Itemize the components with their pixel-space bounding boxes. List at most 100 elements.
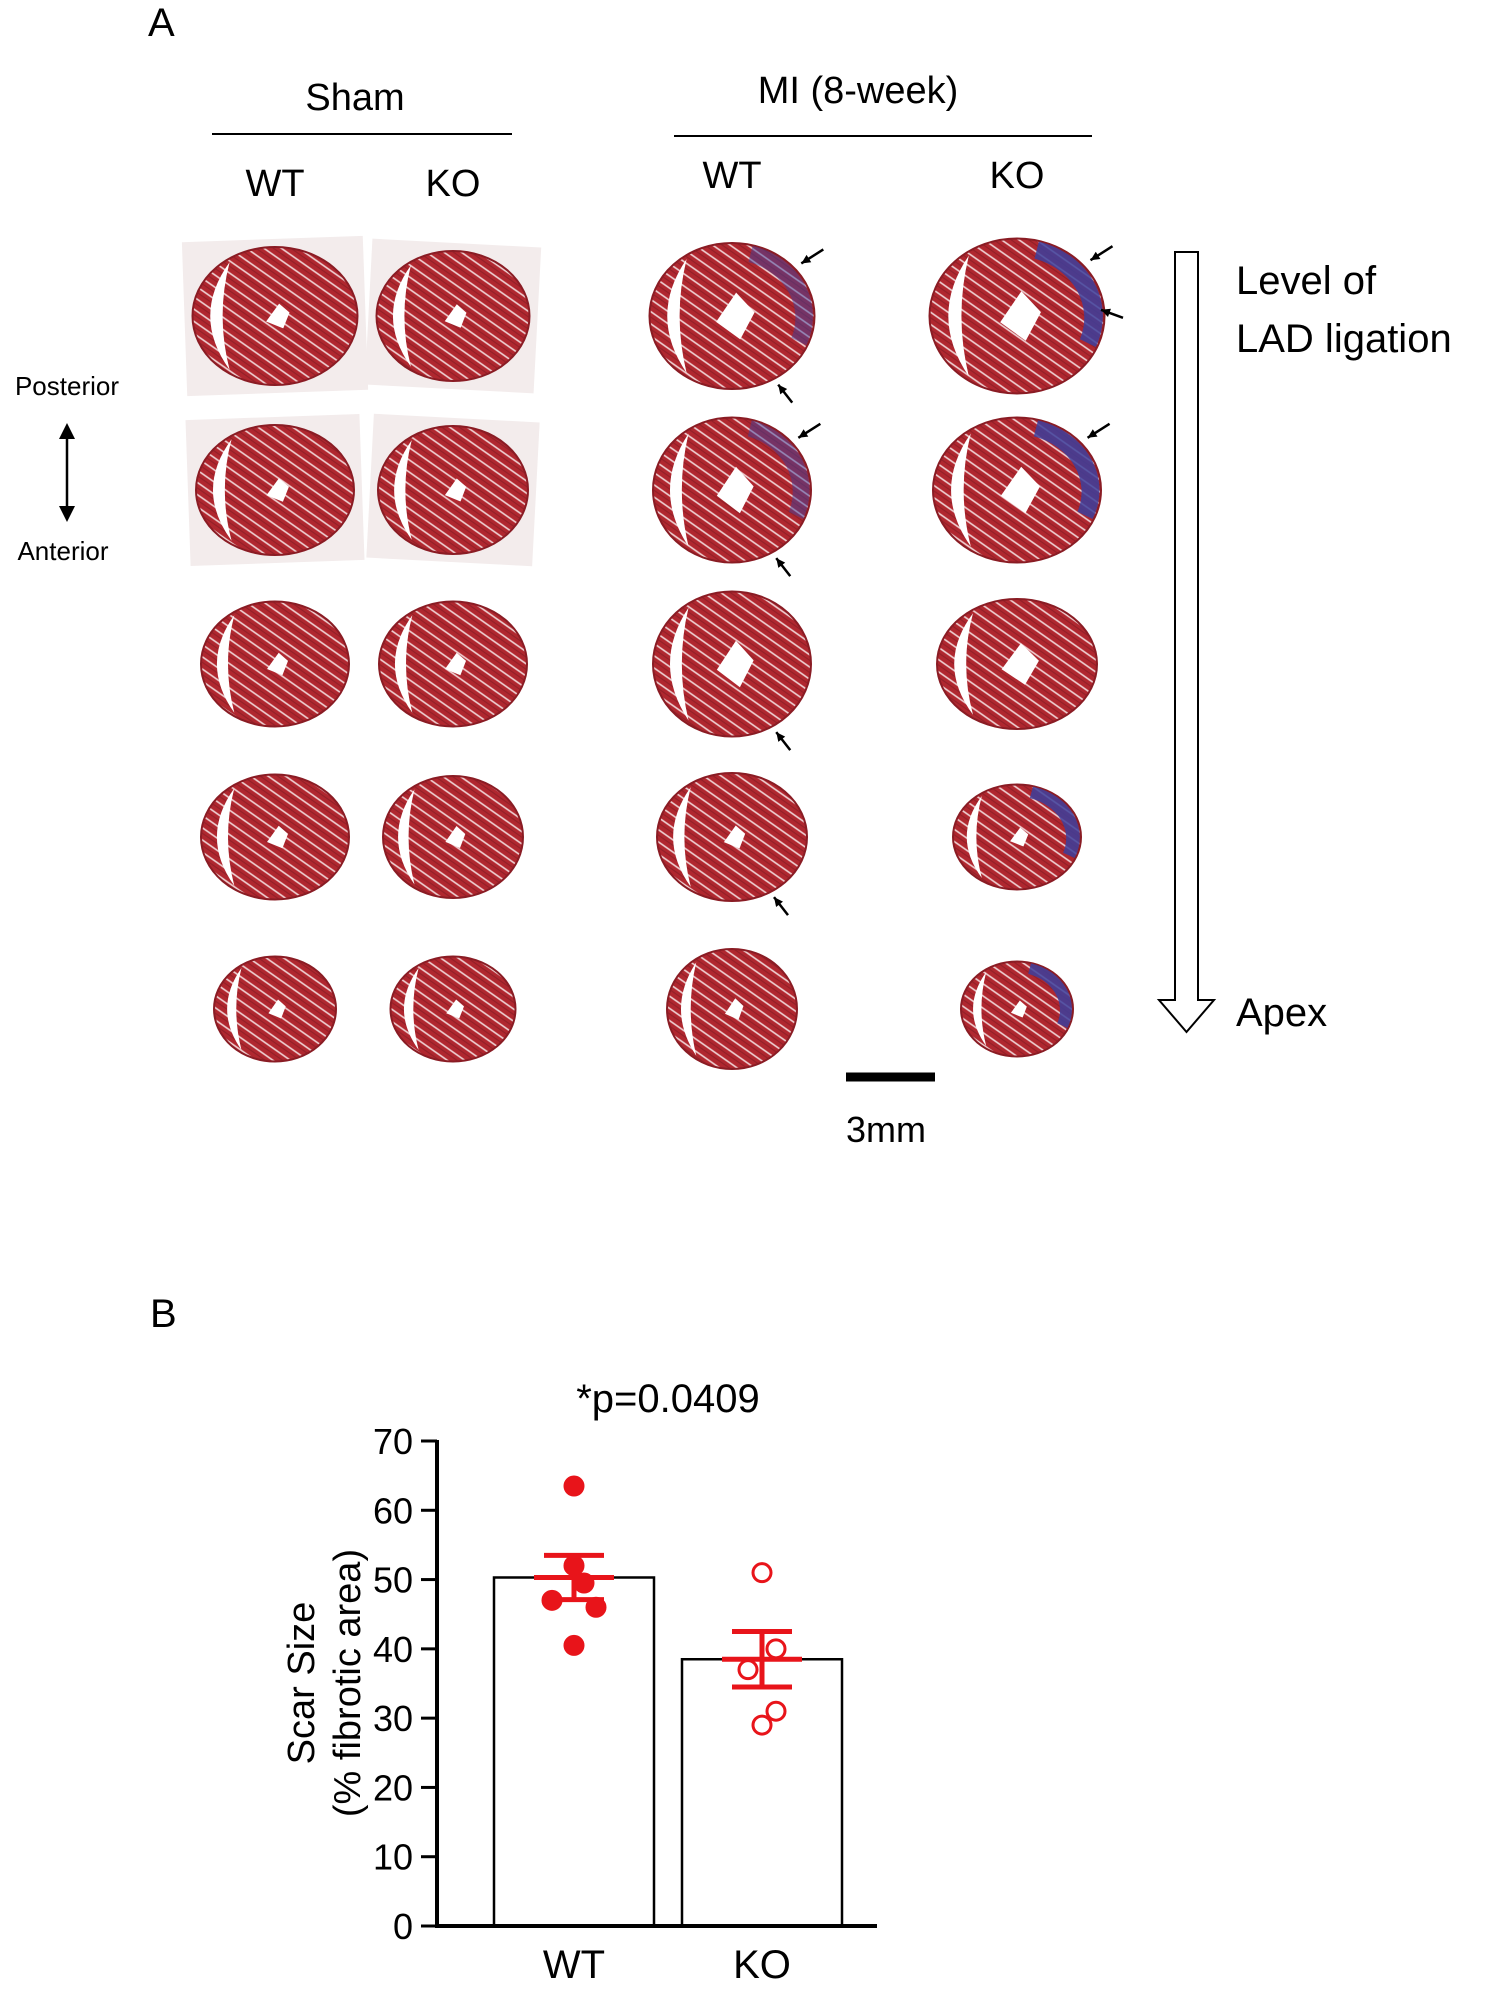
rv-cavity	[673, 787, 691, 887]
orientation-posterior-label: Posterior	[15, 371, 119, 401]
column-header-sham-wt: WT	[245, 163, 304, 205]
data-point-ko	[751, 1714, 773, 1736]
rv-cavity	[948, 255, 969, 377]
heart-section	[648, 242, 816, 390]
rv-cavity	[667, 259, 687, 373]
level-label-line2: LAD ligation	[1236, 317, 1452, 361]
data-point-ko	[765, 1700, 787, 1722]
lv-lumen	[444, 478, 467, 502]
y-axis-label-line1: Scar Size	[281, 1602, 323, 1765]
lv-lumen	[266, 478, 289, 502]
rv-cavity	[216, 788, 235, 886]
lv-lumen	[1000, 466, 1041, 514]
heart-section	[389, 955, 517, 1063]
heart-section	[666, 948, 798, 1070]
y-tick-label: 30	[373, 1698, 413, 1739]
y-tick-label: 10	[373, 1837, 413, 1878]
rv-cavity	[680, 962, 697, 1056]
rv-cavity	[669, 607, 689, 721]
data-point-ko	[765, 1638, 787, 1660]
lv-lumen	[723, 825, 746, 849]
orientation-arrow-down-head	[59, 506, 75, 522]
heart-section	[932, 416, 1102, 564]
lv-lumen	[266, 303, 290, 329]
x-tick-label-wt: WT	[543, 1943, 605, 1987]
lv-lumen	[1001, 643, 1039, 685]
heart-section	[652, 590, 812, 738]
heart-section	[928, 237, 1106, 395]
y-tick-label: 0	[393, 1906, 413, 1947]
fibrotic-scar	[1028, 963, 1072, 1028]
lv-lumen	[444, 304, 467, 328]
column-header-sham-ko: KO	[426, 163, 481, 205]
rv-cavity	[954, 613, 973, 715]
lv-lumen	[1010, 1000, 1027, 1018]
y-axis-label: Scar Size(% fibrotic area)	[281, 1549, 369, 1817]
heart-section	[656, 772, 808, 902]
fibrotic-scar	[1029, 786, 1080, 858]
heart-section	[952, 783, 1082, 891]
rv-cavity	[966, 796, 982, 878]
y-tick-label: 70	[373, 1421, 413, 1462]
group-header-sham: Sham	[305, 77, 404, 119]
fibrotic-scar	[1034, 241, 1103, 347]
heart-section	[378, 600, 528, 728]
data-point-ko	[751, 1562, 773, 1584]
y-tick-label: 20	[373, 1767, 413, 1808]
heart-section	[364, 238, 542, 394]
bar-ko	[680, 1658, 844, 1928]
rv-cavity	[669, 433, 689, 547]
lv-lumen	[268, 999, 286, 1019]
data-point-wt	[563, 1634, 585, 1656]
apex-label: Apex	[1236, 991, 1327, 1035]
scar-pointer-arrow	[773, 896, 789, 916]
heart-section	[200, 773, 350, 901]
rv-cavity	[403, 968, 419, 1050]
bar-wt	[492, 1576, 656, 1928]
data-point-ko	[737, 1659, 759, 1681]
lv-lumen	[445, 826, 466, 848]
rv-cavity	[210, 262, 230, 370]
lv-lumen	[267, 652, 289, 676]
heart-section	[213, 955, 337, 1063]
error-bar-ko	[722, 1629, 802, 1690]
rv-cavity	[973, 971, 987, 1047]
lv-lumen	[716, 466, 754, 514]
error-bar-wt	[534, 1552, 614, 1603]
level-to-apex-arrow	[1156, 251, 1217, 1034]
rv-cavity	[394, 440, 412, 540]
orientation-anterior-label: Anterior	[17, 536, 108, 566]
column-header-mi-ko: KO	[990, 155, 1045, 197]
scale-bar-label: 3mm	[846, 1109, 926, 1150]
data-point-wt	[563, 1475, 585, 1497]
lv-lumen	[1000, 291, 1041, 341]
heart-sections-grid	[181, 235, 1124, 1070]
scar-pointer-arrow	[1086, 422, 1111, 439]
orientation-arrow-up-head	[59, 423, 75, 439]
heart-section	[936, 598, 1098, 730]
fibrotic-scar	[1033, 420, 1100, 519]
lv-lumen	[724, 998, 744, 1020]
lv-lumen	[716, 292, 755, 340]
lv-lumen	[446, 999, 464, 1019]
lv-lumen	[267, 825, 289, 849]
heart-section	[200, 600, 350, 728]
rv-cavity	[212, 439, 232, 541]
scar-pointer-arrow	[800, 248, 824, 265]
scar-pointer-arrow	[775, 731, 792, 751]
lv-lumen	[1010, 827, 1029, 847]
fibrotic-scar	[748, 245, 814, 346]
rv-cavity	[394, 615, 413, 713]
y-axis-label-line2: (% fibrotic area)	[327, 1549, 369, 1817]
scar-pointer-arrow	[797, 422, 822, 439]
y-tick-label: 50	[373, 1560, 413, 1601]
heart-section	[960, 960, 1074, 1058]
scar-pointer-arrow	[1100, 308, 1124, 319]
heart-section	[652, 416, 812, 564]
p-value-annotation: *p=0.0409	[576, 1377, 760, 1421]
group-header-mi: MI (8-week)	[758, 70, 959, 112]
level-label-line1: Level of	[1236, 259, 1377, 303]
rv-cavity	[951, 433, 971, 547]
